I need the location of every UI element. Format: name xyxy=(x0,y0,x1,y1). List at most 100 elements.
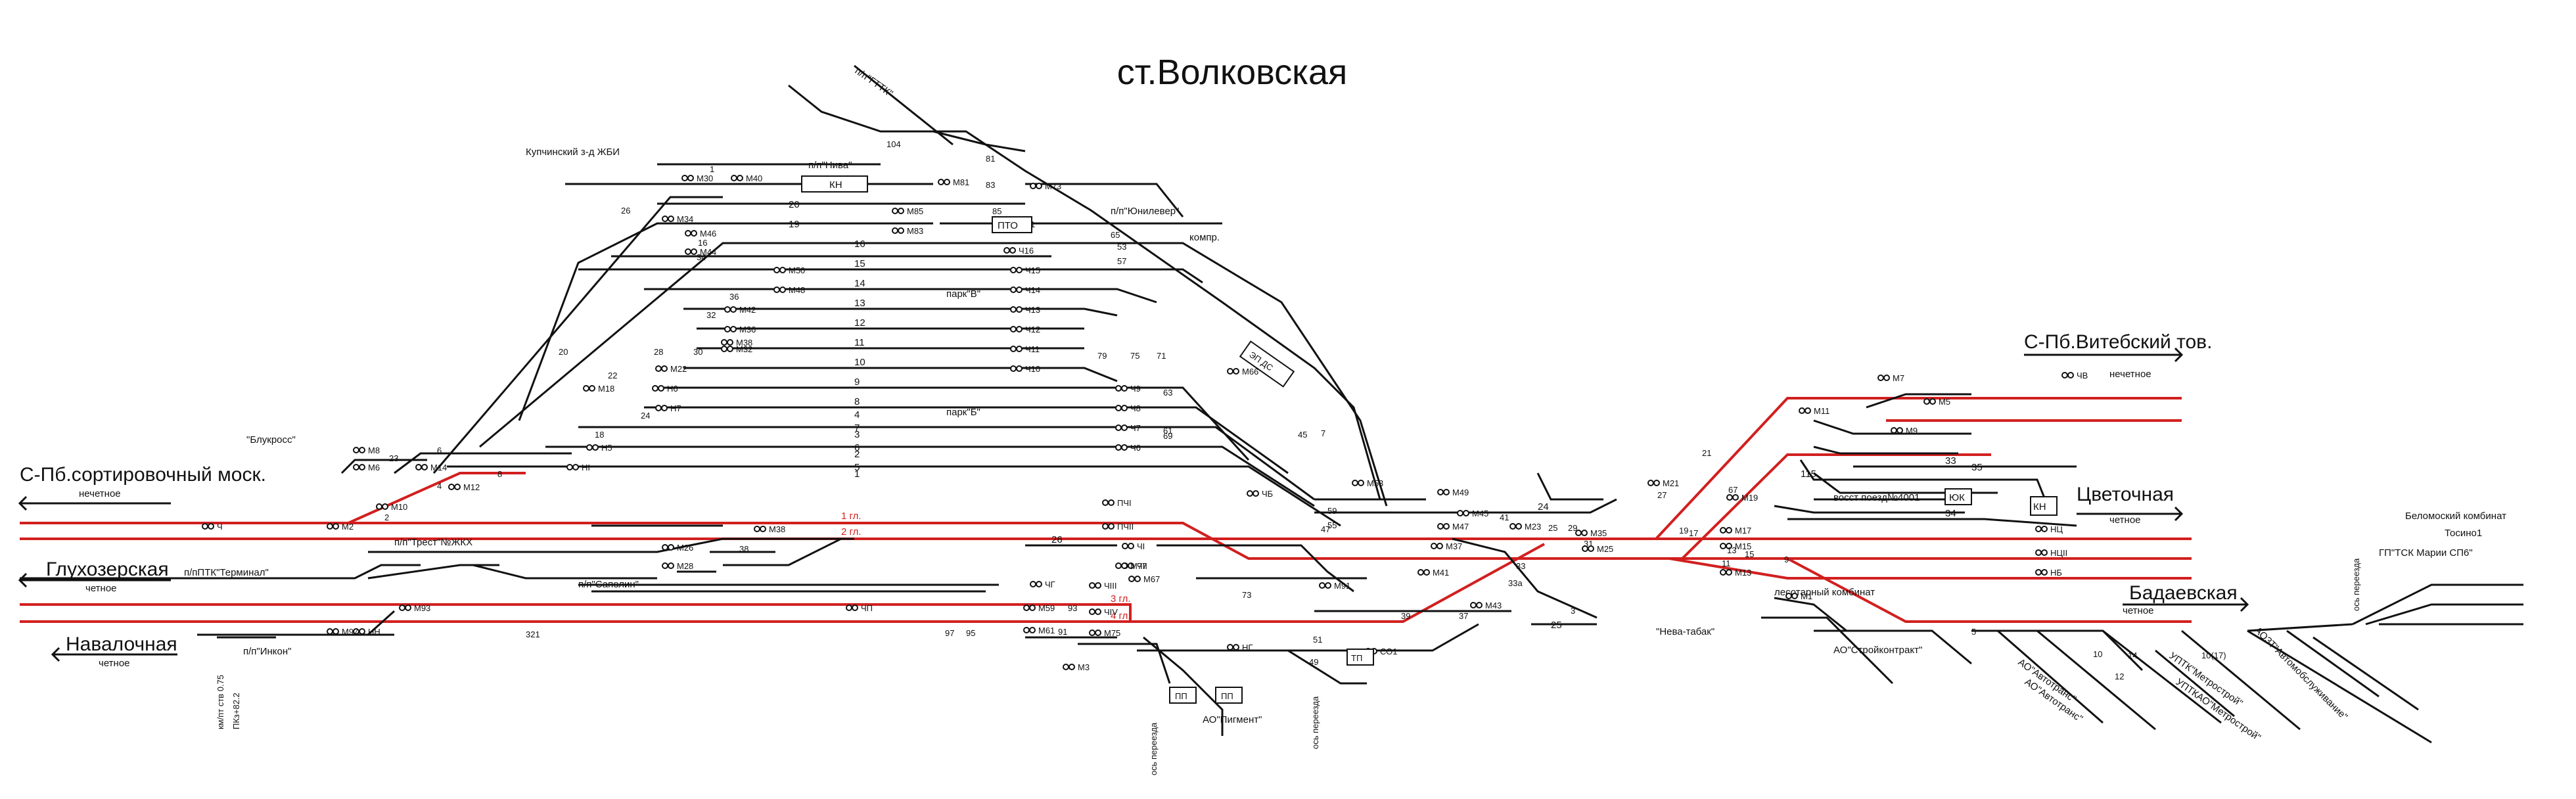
signal-label: М34 xyxy=(677,214,693,224)
signal: М91 xyxy=(1319,581,1350,591)
signal: Ч xyxy=(202,522,223,532)
signal-label: М18 xyxy=(598,384,614,394)
signal-lamp xyxy=(737,175,743,181)
switch-numbers: 1234567891011121314151617181920212223242… xyxy=(384,139,2226,681)
signal-lamp xyxy=(1095,582,1101,589)
signal-label: ЧI xyxy=(1137,541,1145,551)
signal-lamp xyxy=(1036,581,1042,587)
signal-lamp xyxy=(1108,523,1115,530)
signal: М34 xyxy=(662,214,693,224)
switch-number: 49 xyxy=(1309,657,1318,667)
signal: М42 xyxy=(724,305,756,315)
signal-lamp xyxy=(589,385,595,392)
yard-tracks xyxy=(20,64,2523,744)
signal-label: М37 xyxy=(1446,541,1462,551)
signal-lamp xyxy=(1463,510,1469,516)
signal-lamp xyxy=(661,405,668,411)
signal-label: М30 xyxy=(697,173,713,183)
signal-label: М43 xyxy=(1485,601,1502,610)
signal-label: Ч6 xyxy=(1130,443,1141,453)
signal-lamp xyxy=(727,339,733,346)
signal-lamp xyxy=(405,605,411,611)
signal-label: М28 xyxy=(677,561,693,571)
signal-lamp xyxy=(1069,664,1075,670)
signal: М7 xyxy=(1877,373,1904,383)
signal-lamp xyxy=(1799,407,1805,414)
enterprise-label: ось переезда xyxy=(1310,696,1320,749)
main-track-connector-b xyxy=(1655,397,2182,540)
signal: М8 xyxy=(353,445,380,455)
signal: Ч10 xyxy=(1010,364,1040,374)
signal-lamp xyxy=(1121,385,1128,392)
signal-label: М59 xyxy=(1038,603,1055,613)
dir-badaev-sub: четное xyxy=(2123,605,2154,616)
signal-label: М66 xyxy=(1242,367,1258,377)
signal: М81 xyxy=(938,177,969,187)
enterprise-label: п/п"Юнилевер" xyxy=(1111,206,1179,217)
signal-lamp xyxy=(1247,490,1253,497)
signal-lamp xyxy=(1233,644,1239,651)
track-number: 19 xyxy=(789,219,800,230)
signal-lamp xyxy=(1089,582,1095,589)
enterprise-label: п/пПТК"Терминал" xyxy=(184,567,269,578)
switch-number: 3 xyxy=(1571,606,1575,616)
signal-lamp xyxy=(724,326,731,332)
signal-lamp xyxy=(2041,526,2048,532)
signal-lamp xyxy=(359,628,365,635)
signal-lamp xyxy=(1443,489,1450,495)
signal: М11 xyxy=(1799,406,1829,416)
switch-number: 51 xyxy=(1313,635,1322,645)
building-label: ПП xyxy=(1221,691,1233,701)
signal-label: М75 xyxy=(1104,628,1120,638)
signal-lamp xyxy=(1009,247,1016,254)
switch-number: 63 xyxy=(1163,388,1172,398)
signal-lamp xyxy=(687,175,694,181)
signal: М43 xyxy=(1470,601,1502,610)
signal-lamp xyxy=(1016,326,1023,332)
enterprise-label: п/п"Инкон" xyxy=(243,646,291,657)
switch-number: 79 xyxy=(1097,351,1107,361)
signal: М66 xyxy=(1227,367,1258,377)
signal-lamp xyxy=(1227,644,1233,651)
switch-number: 11 xyxy=(1722,559,1731,568)
signal-lamp xyxy=(1128,562,1134,569)
signal-lamp xyxy=(662,562,668,569)
dir-vitebsk-sub: нечетное xyxy=(2109,369,2151,380)
switch-number: 81 xyxy=(986,154,995,164)
signal-label: Ч7 xyxy=(1130,423,1141,433)
switch-number: 39 xyxy=(1401,611,1410,621)
signal-lamp xyxy=(1509,523,1516,530)
signal: М25 xyxy=(1582,544,1613,554)
signal-lamp xyxy=(333,523,339,530)
switch-number: 55 xyxy=(1327,520,1337,530)
signal-lamp xyxy=(1457,510,1463,516)
switch-number: 15 xyxy=(1745,549,1754,559)
dir-vitebsk: С-Пб.Витебский тов. xyxy=(2024,331,2212,353)
switch-number: 45 xyxy=(1298,430,1307,440)
signal-label: М47 xyxy=(1452,522,1469,532)
enterprise-label: Купчинский з-д ЖБИ xyxy=(526,147,620,158)
signal-label: НБ xyxy=(2050,568,2062,578)
signal-lamp xyxy=(1720,543,1726,549)
signal: М38 xyxy=(721,338,752,348)
signal-label: ПЧI xyxy=(1117,498,1132,508)
signal: М50 xyxy=(773,265,805,275)
signal-lamp xyxy=(359,464,365,470)
signal-lamp xyxy=(1102,523,1109,530)
signal-lamp xyxy=(1115,444,1122,451)
signal-lamp xyxy=(1437,543,1443,549)
switch-number: 41 xyxy=(1500,513,1509,522)
switch-number: 29 xyxy=(1568,523,1577,533)
signal: М48 xyxy=(773,285,805,295)
signal-label: М9 xyxy=(1906,426,1918,436)
signal-lamp xyxy=(382,503,388,510)
signal-label: М25 xyxy=(1597,544,1613,554)
signal-label: ЧIII xyxy=(1104,581,1117,591)
signal-label: М8 xyxy=(368,445,380,455)
track-number: 4 xyxy=(854,409,860,421)
signal: ПЧI xyxy=(1102,498,1132,508)
signal-lamp xyxy=(454,484,461,490)
signal: НI xyxy=(566,463,590,472)
signal-lamp xyxy=(1923,398,1930,405)
